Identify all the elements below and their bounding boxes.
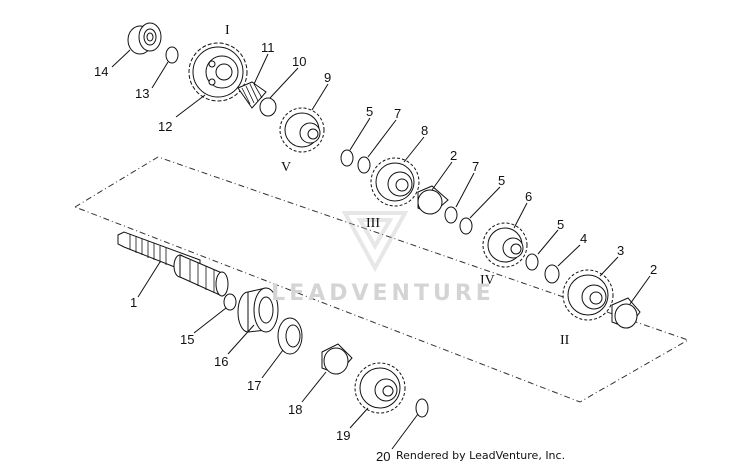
part-12-gear-I <box>188 42 248 102</box>
part-4-washer <box>544 264 560 284</box>
gear-label-V: V <box>281 160 291 175</box>
part-2-bushing-a <box>417 185 449 215</box>
gear-label-I: I <box>225 23 230 38</box>
part-8-gear-III <box>370 157 420 207</box>
callout-15: 15 <box>180 332 194 347</box>
callout-1: 1 <box>130 295 137 310</box>
gear-label-IV: IV <box>480 273 495 288</box>
callout-4: 4 <box>580 231 587 246</box>
callout-7a: 7 <box>394 106 401 121</box>
watermark-logo <box>341 211 409 273</box>
part-20-circlip <box>415 398 429 418</box>
watermark-text: LEADVENTURE <box>271 281 495 306</box>
part-11-needle-bearing <box>237 81 267 109</box>
part-2-bushing-b <box>611 297 641 329</box>
callout-20: 20 <box>376 449 390 464</box>
part-9-gear-V <box>279 107 325 153</box>
part-19-gear <box>354 362 406 414</box>
callout-12: 12 <box>158 119 172 134</box>
gear-label-II: II <box>560 333 570 348</box>
callout-13: 13 <box>135 86 149 101</box>
part-6-gear-IV <box>482 222 528 268</box>
part-7-washer-b <box>444 206 458 224</box>
assembly-outline <box>74 156 690 403</box>
leader-lines <box>111 49 651 450</box>
callout-numbers: 14 13 12 11 10 9 5 7 8 2 7 5 6 5 4 3 2 1… <box>94 40 657 464</box>
part-5-circlip-a <box>340 149 354 167</box>
part-14-bearing <box>127 22 162 55</box>
part-10-washer <box>259 97 277 117</box>
part-16-bearing <box>237 287 279 333</box>
callout-10: 10 <box>292 54 306 69</box>
callout-5b: 5 <box>498 173 505 188</box>
part-5-circlip-c <box>525 253 539 271</box>
gear-labels: I V III IV II <box>225 23 570 348</box>
callout-11: 11 <box>261 40 275 55</box>
callout-14: 14 <box>94 64 108 79</box>
part-3-gear-II <box>562 269 614 321</box>
part-7-washer-a <box>357 156 371 174</box>
callout-2a: 2 <box>450 148 457 163</box>
callout-8: 8 <box>421 123 428 138</box>
callout-19: 19 <box>336 428 350 443</box>
part-1-shaft <box>117 231 229 297</box>
callout-18: 18 <box>288 402 302 417</box>
callout-5c: 5 <box>557 217 564 232</box>
callout-5a: 5 <box>366 104 373 119</box>
callout-6: 6 <box>525 189 532 204</box>
part-17-seal <box>277 317 303 355</box>
part-18-bushing <box>321 343 353 375</box>
callout-2b: 2 <box>650 262 657 277</box>
credit-text: Rendered by LeadVenture, Inc. <box>396 449 566 462</box>
callout-9: 9 <box>324 70 331 85</box>
part-13-circlip <box>165 46 179 64</box>
callout-16: 16 <box>214 354 228 369</box>
callout-3: 3 <box>617 243 624 258</box>
callout-17: 17 <box>247 378 261 393</box>
gear-label-III: III <box>366 216 380 231</box>
part-5-circlip-b <box>459 217 473 235</box>
callout-7b: 7 <box>472 159 479 174</box>
part-15-washer <box>223 293 237 311</box>
